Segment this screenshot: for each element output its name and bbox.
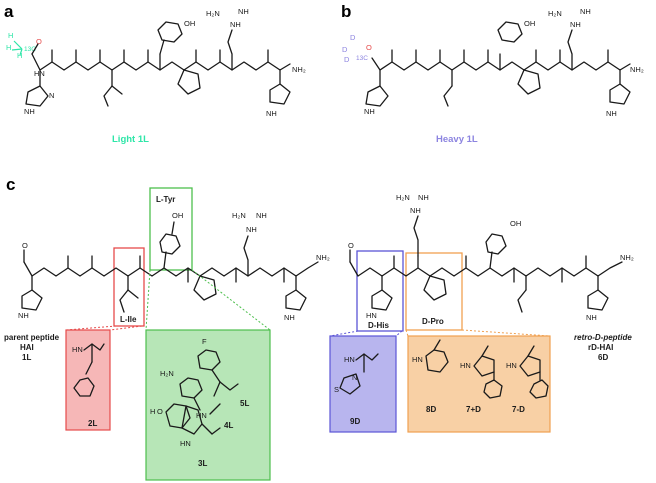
atom-hn: HN bbox=[366, 311, 377, 320]
atom-nh: NH bbox=[230, 20, 241, 29]
atom-nh2: NH₂ bbox=[620, 253, 634, 262]
box-tyr-analogs bbox=[145, 329, 271, 481]
pro-residue-label: D-Pro bbox=[422, 317, 444, 326]
atom-o: O bbox=[366, 43, 372, 52]
atom-h2n: H₂N bbox=[160, 369, 174, 378]
atom-n: N bbox=[352, 373, 357, 382]
atom-nh: NH bbox=[570, 20, 581, 29]
atom-h2n: H₂N bbox=[396, 193, 410, 202]
atom-oh: OH bbox=[172, 211, 183, 220]
panel-label-c: c bbox=[6, 175, 15, 194]
compound-label-4L: 4L bbox=[224, 421, 233, 430]
atom-nh: NH bbox=[580, 7, 591, 16]
atom-nh: NH bbox=[364, 107, 375, 116]
light-caption: Light 1L bbox=[112, 134, 149, 145]
atom-d: D bbox=[350, 33, 356, 42]
atom-nh: NH bbox=[410, 206, 421, 215]
compound-tyr-analogs-structure: F H₂N HN H O HN 5L 4L 3L bbox=[150, 337, 249, 468]
atom-nh2: NH₂ bbox=[316, 253, 330, 262]
atom-hn: HN bbox=[412, 355, 423, 364]
tyr-highlight-box bbox=[149, 187, 193, 271]
atom-o: O bbox=[348, 241, 354, 250]
panel-label-a: a bbox=[4, 2, 14, 21]
compound-label-8D: 8D bbox=[426, 405, 436, 414]
atom-nh: NH bbox=[418, 193, 429, 202]
compound-label-7plusD: 7+D bbox=[466, 405, 481, 414]
atom-nh: NH bbox=[256, 211, 267, 220]
atom-o: O bbox=[36, 37, 42, 46]
box-9D bbox=[329, 335, 397, 433]
atom-nh: NH bbox=[238, 7, 249, 16]
tyr-residue-label: L-Tyr bbox=[156, 195, 175, 204]
retro-peptide-structure: O HN NH H₂N NH OH NH NH₂ bbox=[348, 193, 634, 322]
compound-label-5L: 5L bbox=[240, 399, 249, 408]
atom-h2n: H₂N bbox=[548, 9, 562, 18]
atom-o: O bbox=[22, 241, 28, 250]
heavy-caption: Heavy 1L bbox=[436, 134, 478, 145]
connector-lines bbox=[65, 269, 551, 337]
compound-pro-analogs-structure: HN 8D HN 7+D HN 7-D bbox=[412, 339, 549, 414]
atom-h: H bbox=[8, 31, 13, 40]
atom-h2n: H₂N bbox=[206, 9, 220, 18]
atom-nh: NH bbox=[284, 313, 295, 322]
pro-highlight-box bbox=[405, 252, 463, 331]
ile-highlight-box bbox=[113, 247, 145, 327]
ile-residue-label: L-Ile bbox=[120, 315, 137, 324]
atom-hn: HN bbox=[460, 361, 471, 370]
his-residue-label: D-His bbox=[368, 321, 389, 330]
atom-hn: HN bbox=[180, 439, 191, 448]
atom-nh2: NH₂ bbox=[292, 65, 306, 74]
atom-oh: OH bbox=[184, 19, 195, 28]
heavy-isotope-label: D D D 13C O bbox=[342, 33, 372, 64]
light-peptide-structure: H H H 13C O HN NH N OH bbox=[6, 7, 306, 118]
atom-hn: HN bbox=[72, 345, 83, 354]
atom-13c: 13C bbox=[24, 46, 36, 53]
atom-oh: OH bbox=[524, 19, 535, 28]
atom-nh2: NH₂ bbox=[630, 65, 644, 74]
atom-n: N bbox=[49, 91, 54, 100]
atom-nh: NH bbox=[606, 109, 617, 118]
parent-label-line2: HAI bbox=[20, 343, 34, 352]
retro-label-line3: 6D bbox=[598, 353, 608, 362]
light-isotope-label: H H H 13C O bbox=[6, 31, 42, 60]
atom-d: D bbox=[342, 45, 348, 54]
atom-h2n: H₂N bbox=[232, 211, 246, 220]
retro-label-line1: retro-D-peptide bbox=[574, 333, 632, 342]
atom-d: D bbox=[344, 55, 350, 64]
atom-nh: NH bbox=[586, 313, 597, 322]
parent-label-line1: parent peptide bbox=[4, 333, 60, 342]
atom-s: S bbox=[334, 385, 339, 394]
compound-label-3L: 3L bbox=[198, 459, 207, 468]
compound-label-2L: 2L bbox=[88, 419, 97, 428]
atom-h: H bbox=[17, 51, 22, 60]
atom-nh: NH bbox=[24, 107, 35, 116]
atom-oh: OH bbox=[510, 219, 521, 228]
box-pro-analogs bbox=[407, 335, 551, 433]
atom-hn: HN bbox=[344, 355, 355, 364]
atom-h: H bbox=[150, 407, 155, 416]
atom-nh: NH bbox=[246, 225, 257, 234]
atom-13c: 13C bbox=[356, 55, 368, 62]
retro-label-line2: rD-HAI bbox=[588, 343, 613, 352]
compound-label-7minusD: 7-D bbox=[512, 405, 525, 414]
parent-label-line3: 1L bbox=[22, 353, 31, 362]
atom-nh: NH bbox=[266, 109, 277, 118]
atom-hn: HN bbox=[196, 411, 207, 420]
compound-2L-structure: HN 2L bbox=[72, 343, 105, 428]
heavy-peptide-structure: D D D 13C O NH OH NH H₂N NH NH NH₂ bbox=[342, 7, 644, 118]
atom-hn: HN bbox=[506, 361, 517, 370]
compound-label-9D: 9D bbox=[350, 417, 360, 426]
parent-peptide-structure: O NH OH NH H₂N NH NH NH₂ bbox=[18, 211, 330, 322]
atom-nh: NH bbox=[18, 311, 29, 320]
atom-f: F bbox=[202, 337, 207, 346]
compound-9D-structure: HN S N 9D bbox=[334, 353, 379, 426]
panel-label-b: b bbox=[341, 2, 351, 21]
his-highlight-box bbox=[356, 250, 404, 332]
atom-h: H bbox=[6, 43, 11, 52]
atom-o: O bbox=[157, 407, 163, 416]
